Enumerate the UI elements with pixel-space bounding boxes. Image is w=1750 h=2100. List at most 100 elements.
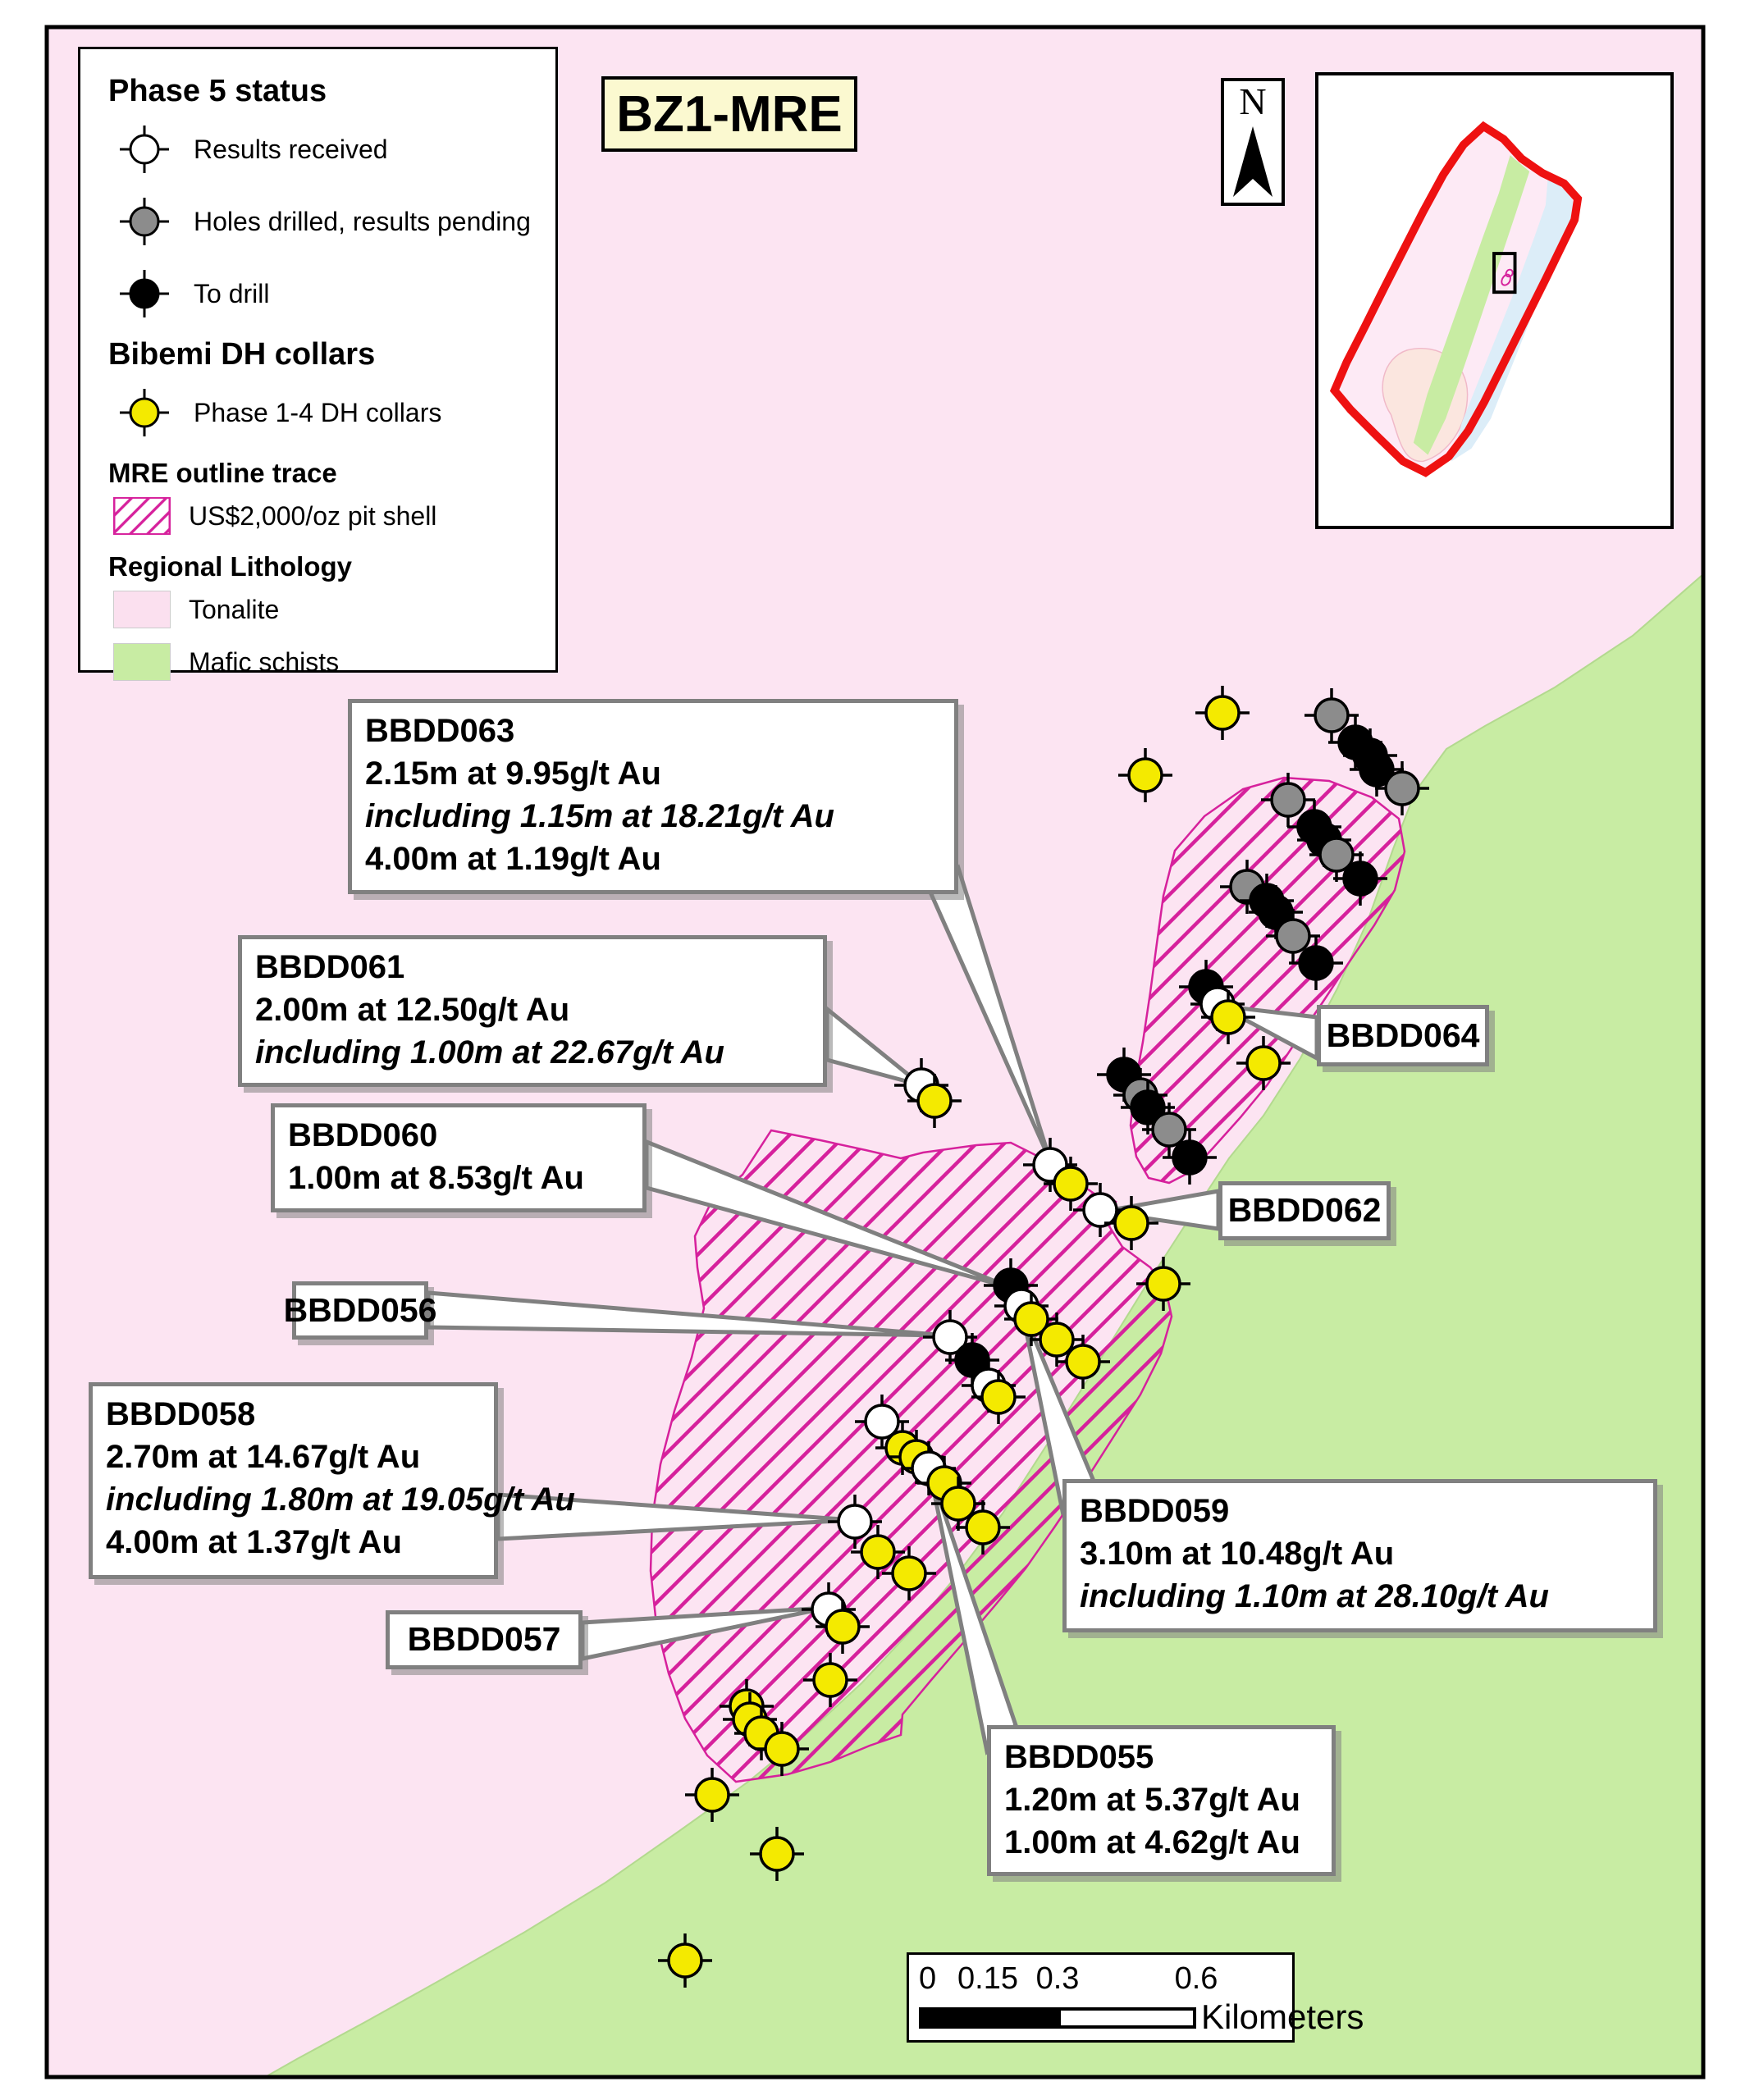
legend-item-results-received: Results received — [113, 121, 555, 178]
legend-collars-header: Bibemi DH collars — [108, 337, 376, 372]
drill-symbol-phase1-4-collar — [816, 1600, 870, 1654]
legend-item-label: Phase 1-4 DH collars — [194, 397, 442, 427]
intercept-result: including 1.15m at 18.21g/t Au — [365, 798, 834, 834]
inset-green-band — [1413, 155, 1530, 455]
drill-symbol-phase1-4-collar — [658, 1933, 712, 1988]
drill-symbol-phase1-4-collar — [750, 1827, 804, 1881]
intercept-result: 1.00m at 8.53g/t Au — [288, 1160, 584, 1196]
leader-line-BBDD058 — [496, 1492, 854, 1541]
to-drill-icon — [120, 270, 169, 317]
drill-symbol-holes-drilled-results-pending — [1305, 688, 1359, 742]
drill-symbol-results-received — [923, 1310, 977, 1364]
drillhole-id: BBDD058 — [106, 1396, 256, 1432]
inset-pit-trace — [1501, 268, 1514, 286]
legend-item-phase1-4-collars: Phase 1-4 DH collars — [113, 384, 555, 441]
legend-lithology-header: Regional Lithology — [108, 551, 352, 582]
north-arrow-icon — [1233, 126, 1273, 197]
legend-item-label: Mafic schists — [189, 646, 340, 677]
drillhole-id: BBDD059 — [1080, 1493, 1230, 1529]
scale-bar-black-segment — [919, 2007, 1058, 2029]
drill-symbol-phase1-4-collar — [1195, 686, 1250, 740]
legend-item-label: Holes drilled, results pending — [194, 206, 531, 236]
pit-shell-swatch — [113, 497, 171, 535]
callout-BBDD058: BBDD058 2.70m at 14.67g/t Au including 1.8… — [89, 1382, 575, 1579]
legend-item-pit-shell: US$2,000/oz pit shell — [113, 497, 555, 535]
holes-drilled-pending-icon — [120, 198, 169, 245]
leader-line-BBDD061 — [825, 1004, 923, 1088]
drill-symbol-phase1-4-collar — [1104, 1196, 1158, 1250]
legend-item-label: Tonalite — [189, 594, 280, 624]
north-arrow: N — [1221, 78, 1285, 206]
drill-symbol-phase1-4-collar — [851, 1525, 905, 1579]
callout-BBDD056: BBDD056 — [284, 1281, 436, 1340]
map-title: BZ1-MRE — [601, 76, 857, 152]
drill-symbol-holes-drilled-results-pending — [1266, 909, 1320, 963]
drillhole-id: BBDD060 — [288, 1117, 438, 1153]
drill-symbol-to-drill — [1289, 936, 1343, 990]
scale-tick: 0.6 — [1174, 1961, 1218, 1996]
scale-bar: 0 0.15 0.3 0.6 Kilometers — [907, 1952, 1364, 2043]
drillhole-id: BBDD061 — [255, 949, 405, 985]
callout-BBDD061: BBDD061 2.00m at 12.50g/t Au including 1.0… — [238, 935, 827, 1087]
drill-symbol-phase1-4-collar — [1201, 990, 1255, 1044]
drill-symbol-phase1-4-collar — [882, 1546, 936, 1600]
leader-line-BBDD060 — [644, 1139, 1012, 1290]
legend-item-mafic-schists: Mafic schists — [113, 643, 555, 681]
drillhole-id: BBDD056 — [283, 1291, 437, 1329]
inset-tenement-outline — [1329, 121, 1583, 477]
legend-item-to-drill: To drill — [113, 265, 555, 322]
drill-symbol-holes-drilled-results-pending — [1375, 761, 1429, 815]
drill-symbol-to-drill — [1121, 1080, 1175, 1134]
drillhole-id: BBDD064 — [1326, 1016, 1480, 1054]
scale-bar-white-segment — [1058, 2007, 1196, 2029]
results-received-icon — [120, 126, 169, 173]
mafic-schists-swatch — [113, 643, 171, 681]
leader-line-BBDD057 — [580, 1605, 828, 1662]
intercept-result: including 1.00m at 22.67g/t Au — [255, 1034, 724, 1071]
drill-symbol-phase1-4-collar — [956, 1500, 1010, 1554]
drill-symbol-phase1-4-collar — [971, 1370, 1026, 1424]
legend-mre-header: MRE outline trace — [108, 458, 337, 488]
legend-item-label: Results received — [194, 134, 388, 164]
legend-phase5-header: Phase 5 status — [108, 74, 327, 108]
drillhole-id: BBDD062 — [1227, 1191, 1382, 1230]
scale-tick: 0 — [919, 1961, 937, 1996]
map-frame — [44, 25, 1706, 2079]
legend-item-tonalite: Tonalite — [113, 591, 555, 628]
drill-symbol-to-drill — [1333, 851, 1387, 906]
intercept-result: 2.70m at 14.67g/t Au — [106, 1439, 421, 1475]
scale-bar-graphic — [919, 2007, 1196, 2029]
drill-symbol-phase1-4-collar — [931, 1477, 985, 1531]
north-label: N — [1239, 80, 1267, 122]
drill-symbol-phase1-4-collar — [1004, 1292, 1058, 1346]
symbols-layer — [658, 686, 1429, 1988]
drill-symbol-phase1-4-collar — [1236, 1036, 1291, 1090]
inset-map-canvas — [1329, 121, 1583, 477]
drill-symbol-phase1-4-collar — [755, 1722, 809, 1776]
drill-symbol-to-drill — [1163, 1130, 1217, 1185]
intercept-result: including 1.80m at 19.05g/t Au — [106, 1481, 575, 1518]
phase1-4-collar-icon — [120, 389, 169, 436]
drill-symbol-phase1-4-collar — [1030, 1312, 1084, 1367]
drill-symbol-results-received — [828, 1495, 882, 1549]
inset-blue-band — [1451, 176, 1575, 462]
intercept-result: 1.00m at 4.62g/t Au — [1004, 1824, 1300, 1860]
inset-extent-rectangle — [1492, 252, 1517, 294]
inset-map — [1315, 72, 1674, 529]
drillhole-id: BBDD057 — [407, 1620, 561, 1659]
drill-symbol-phase1-4-collar — [1044, 1157, 1098, 1211]
drillhole-id: BBDD055 — [1004, 1739, 1154, 1775]
drill-symbol-phase1-4-collar — [1056, 1335, 1110, 1389]
drill-symbol-results-received — [1073, 1183, 1127, 1237]
leader-lines-layer — [426, 864, 1319, 1755]
intercept-result: 2.00m at 12.50g/t Au — [255, 992, 570, 1028]
drill-symbol-phase1-4-collar — [907, 1074, 962, 1128]
intercept-result: 4.00m at 1.37g/t Au — [106, 1524, 402, 1560]
callout-BBDD057: BBDD057 — [386, 1610, 583, 1669]
drill-symbol-phase1-4-collar — [1136, 1257, 1190, 1311]
intercept-result: 3.10m at 10.48g/t Au — [1080, 1536, 1395, 1572]
drill-symbol-phase1-4-collar — [803, 1653, 857, 1707]
